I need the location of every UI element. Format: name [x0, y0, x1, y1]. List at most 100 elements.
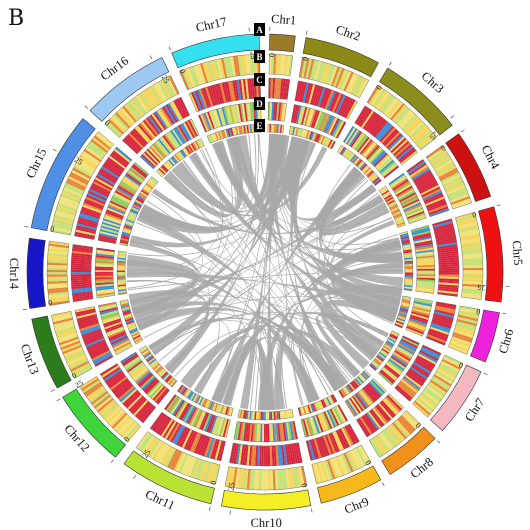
heatmap-cell: [71, 265, 92, 269]
heatmap-cell: [377, 354, 385, 361]
heatmap-cell: [462, 255, 483, 260]
heatmap-cell: [221, 405, 226, 415]
tick-label: 0: [471, 210, 477, 220]
heatmap-cell: [352, 380, 359, 388]
tick-mark: [496, 204, 501, 207]
heatmap-cell: [322, 63, 331, 84]
chromosome-label: Chr15: [23, 146, 49, 180]
heatmap-cell: [415, 247, 434, 253]
heatmap-cell: [323, 89, 332, 109]
heatmap-cell: [259, 445, 262, 466]
heatmap-cell: [414, 242, 433, 247]
chromosome-ideogram: [62, 388, 127, 458]
heatmap-cell: [386, 198, 395, 204]
heatmap-cell: [344, 99, 356, 119]
heatmap-cell: [117, 255, 126, 259]
heatmap-cell: [122, 421, 138, 439]
heatmap-cell: [71, 269, 92, 273]
heatmap-cell: [71, 273, 92, 277]
heatmap-cell: [294, 80, 301, 101]
heatmap-cell: [373, 359, 381, 366]
heatmap-cell: [139, 345, 147, 352]
heatmap-cell: [343, 386, 350, 395]
heatmap-cell: [203, 87, 212, 108]
heatmap-cell: [117, 265, 126, 268]
track-frame: [206, 123, 262, 144]
heatmap-cell: [209, 415, 218, 434]
heatmap-cell: [187, 431, 198, 451]
tick-label: 0: [439, 143, 447, 153]
heatmap-cell: [380, 161, 396, 175]
heatmap-cell: [251, 102, 255, 121]
track-frame: [406, 159, 450, 218]
heatmap-cell: [415, 175, 435, 188]
heatmap-cell: [95, 285, 114, 289]
heatmap-cell: [312, 60, 320, 81]
heatmap-cell: [461, 243, 482, 249]
heatmap-cell: [279, 423, 283, 442]
heatmap-cell: [461, 294, 482, 300]
heatmap-cell: [382, 128, 398, 145]
heatmap-cell: [396, 221, 405, 227]
heatmap-cell: [78, 157, 97, 170]
heatmap-cell: [335, 430, 346, 450]
heatmap-cell: [51, 226, 72, 233]
heatmap-cell: [414, 400, 431, 416]
heatmap-cell: [333, 457, 343, 477]
heatmap-cell: [249, 469, 253, 490]
heatmap-cell: [437, 165, 457, 178]
heatmap-cell: [351, 132, 364, 149]
heatmap-cell: [98, 236, 117, 242]
heatmap-cell: [295, 127, 299, 136]
heatmap-cell: [118, 252, 127, 256]
heatmap-cell: [90, 390, 109, 405]
heatmap-cell: [438, 266, 459, 269]
heatmap-cell: [407, 369, 426, 383]
heatmap-cell: [404, 270, 413, 273]
track-frame: [70, 244, 94, 303]
heatmap-cell: [159, 370, 167, 378]
heatmap-cell: [47, 289, 68, 294]
heatmap-cell: [381, 190, 390, 196]
heatmap-cell: [232, 104, 238, 123]
heatmap-cell: [101, 315, 120, 323]
chromosome-ideogram: [379, 67, 453, 136]
track-frame: [354, 105, 418, 165]
heatmap-cell: [118, 108, 134, 126]
heatmap-cell: [324, 397, 330, 406]
heatmap-cell: [175, 401, 187, 418]
heatmap-cell: [304, 129, 309, 139]
heatmap-cell: [146, 117, 161, 135]
heatmap-cell: [410, 365, 429, 378]
heatmap-cell: [435, 233, 456, 240]
heatmap-cell: [369, 410, 383, 428]
heatmap-cell: [99, 305, 118, 312]
heatmap-cell: [462, 277, 483, 281]
heatmap-cell: [159, 166, 167, 174]
heatmap-cell: [449, 342, 469, 353]
heatmap-cell: [100, 363, 119, 377]
heatmap-cell: [229, 467, 236, 488]
heatmap-cell: [142, 119, 157, 137]
heatmap-cell: [117, 285, 126, 289]
heatmap-cell: [317, 112, 326, 130]
heatmap-cell: [47, 250, 68, 255]
heatmap-cell: [113, 341, 131, 352]
heatmap-cell: [58, 336, 79, 346]
heatmap-cell: [326, 397, 332, 406]
heatmap-cell: [447, 187, 467, 197]
heatmap-cell: [459, 231, 480, 238]
heatmap-cell: [276, 102, 280, 121]
heatmap-cell: [388, 101, 403, 119]
heatmap-cell: [400, 340, 417, 350]
heatmap-cell: [361, 110, 375, 129]
heatmap-cell: [98, 302, 117, 308]
heatmap-cell: [126, 134, 143, 150]
heatmap-cell: [237, 409, 241, 418]
tick-mark: [306, 30, 308, 35]
heatmap-cell: [95, 255, 114, 259]
heatmap-cell: [338, 390, 345, 398]
heatmap-cell: [413, 128, 431, 144]
heatmap-cell: [412, 169, 432, 183]
